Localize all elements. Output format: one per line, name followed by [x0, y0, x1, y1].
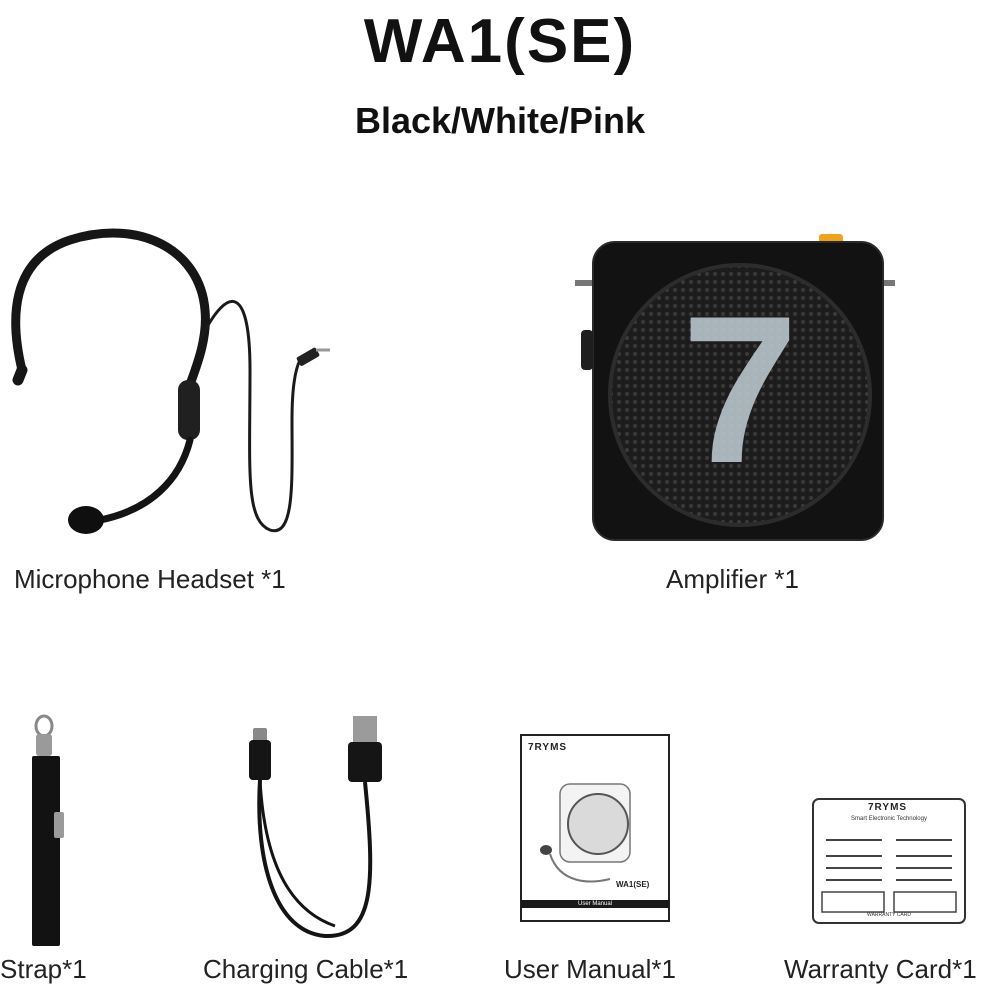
manual-booklet-icon: 7RYMS WA1(SE) User Manual: [520, 734, 670, 922]
headset-microphone-icon: [0, 220, 340, 550]
warranty-card-label: Warranty Card*1: [784, 954, 977, 984]
warranty-company: Smart Electronic Technology: [851, 816, 927, 822]
manual-brand: 7RYMS: [528, 742, 568, 753]
warranty-brand: 7RYMS: [868, 802, 908, 813]
page-title: WA1(SE): [363, 7, 637, 76]
microphone-headset-label: Microphone Headset *1: [14, 564, 286, 594]
usb-cable-icon: [235, 712, 405, 944]
color-options: Black/White/Pink: [354, 100, 646, 141]
amplifier-logo: 7: [681, 272, 799, 507]
warranty-footer: WARRANTY CARD: [867, 912, 911, 918]
speaker-amplifier-icon: 7: [575, 230, 895, 550]
amplifier-label: Amplifier *1: [666, 564, 799, 594]
warranty-card-icon: 7RYMS Smart Electronic Technology WARRAN…: [812, 798, 966, 924]
manual-model: WA1(SE): [616, 880, 650, 889]
manual-footer: User Manual: [577, 901, 612, 907]
user-manual-label: User Manual*1: [504, 954, 676, 984]
charging-cable-label: Charging Cable*1: [203, 954, 409, 984]
strap-icon: [18, 712, 78, 952]
strap-label: Strap*1: [0, 954, 87, 984]
